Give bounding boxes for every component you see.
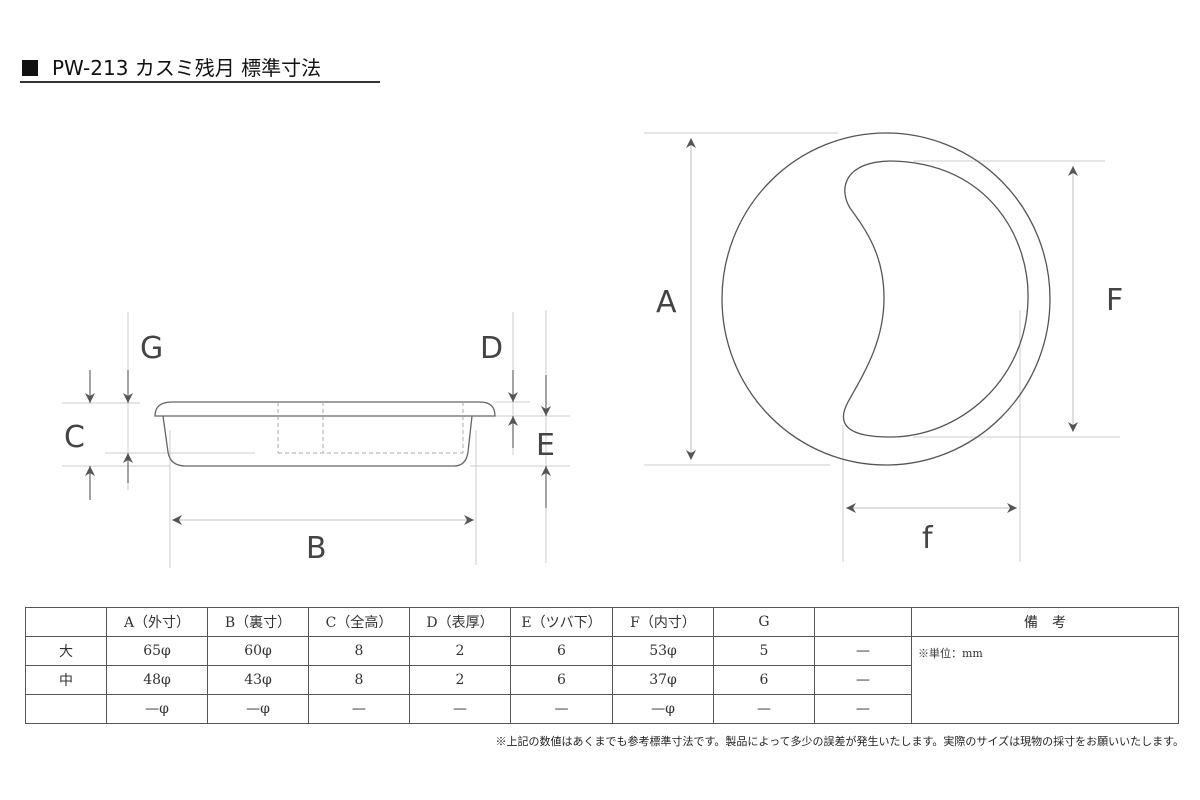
value-cell: 6: [510, 665, 613, 695]
value-cell: 2: [409, 636, 511, 666]
value-cell: —: [814, 636, 912, 666]
header-cell-remarks: 備 考: [911, 607, 1179, 637]
label-G: G: [140, 331, 163, 366]
header-cell: F（内寸）: [612, 607, 714, 637]
value-cell: 53φ: [612, 636, 714, 666]
label-E: E: [536, 428, 555, 463]
value-cell: 37φ: [612, 665, 714, 695]
title-underline: [20, 81, 380, 83]
header-cell: [814, 607, 912, 637]
size-cell: 大: [25, 636, 107, 666]
header-cell: [25, 607, 107, 637]
label-f: f: [922, 521, 934, 556]
page-title: PW-213 カスミ残月 標準寸法: [22, 52, 321, 81]
label-B: B: [306, 531, 327, 566]
value-cell: 6: [713, 665, 815, 695]
footnote: ※上記の数値はあくまでも参考標準寸法です。製品によって多少の誤差が発生いたします…: [495, 735, 1185, 748]
value-cell: 43φ: [207, 665, 309, 695]
table-header-row: A（外寸） B（裏寸） C（全高） D（表厚） E（ツバ下） F（内寸） G 備…: [25, 607, 1179, 637]
table-row: —φ —φ — — — —φ — —: [25, 694, 1179, 724]
header-cell: B（裏寸）: [207, 607, 309, 637]
label-A: A: [656, 285, 677, 320]
header-cell: A（外寸）: [106, 607, 208, 637]
dimension-drawing: G C D E B A F f: [62, 132, 1123, 568]
label-C: C: [64, 420, 85, 455]
value-cell: 5: [713, 636, 815, 666]
value-cell: —φ: [106, 694, 208, 724]
top-view: A F f: [644, 132, 1123, 562]
remarks-cell: ※単位：mm: [911, 636, 1179, 724]
value-cell: 48φ: [106, 665, 208, 695]
square-bullet-icon: [22, 60, 38, 76]
size-cell: 中: [25, 665, 107, 695]
value-cell: —: [409, 694, 511, 724]
value-cell: —: [814, 665, 912, 695]
label-D: D: [480, 331, 503, 366]
value-cell: —φ: [612, 694, 714, 724]
value-cell: —: [510, 694, 613, 724]
value-cell: —: [713, 694, 815, 724]
side-view: G C D E B: [62, 310, 570, 568]
header-cell: C（全高）: [308, 607, 410, 637]
header-cell: G: [713, 607, 815, 637]
value-cell: —φ: [207, 694, 309, 724]
label-F: F: [1106, 283, 1123, 318]
table-row: 大 65φ 60φ 8 2 6 53φ 5 — ※単位：mm: [25, 636, 1179, 724]
value-cell: —: [814, 694, 912, 724]
value-cell: 65φ: [106, 636, 208, 666]
size-cell: [25, 694, 107, 724]
value-cell: 8: [308, 636, 410, 666]
header-cell: D（表厚）: [409, 607, 511, 637]
value-cell: 60φ: [207, 636, 309, 666]
value-cell: —: [308, 694, 410, 724]
title-text: PW-213 カスミ残月 標準寸法: [52, 56, 322, 80]
value-cell: 6: [510, 636, 613, 666]
value-cell: 8: [308, 665, 410, 695]
spec-table: A（外寸） B（裏寸） C（全高） D（表厚） E（ツバ下） F（内寸） G 備…: [25, 607, 1179, 724]
value-cell: 2: [409, 665, 511, 695]
header-cell: E（ツバ下）: [510, 607, 613, 637]
